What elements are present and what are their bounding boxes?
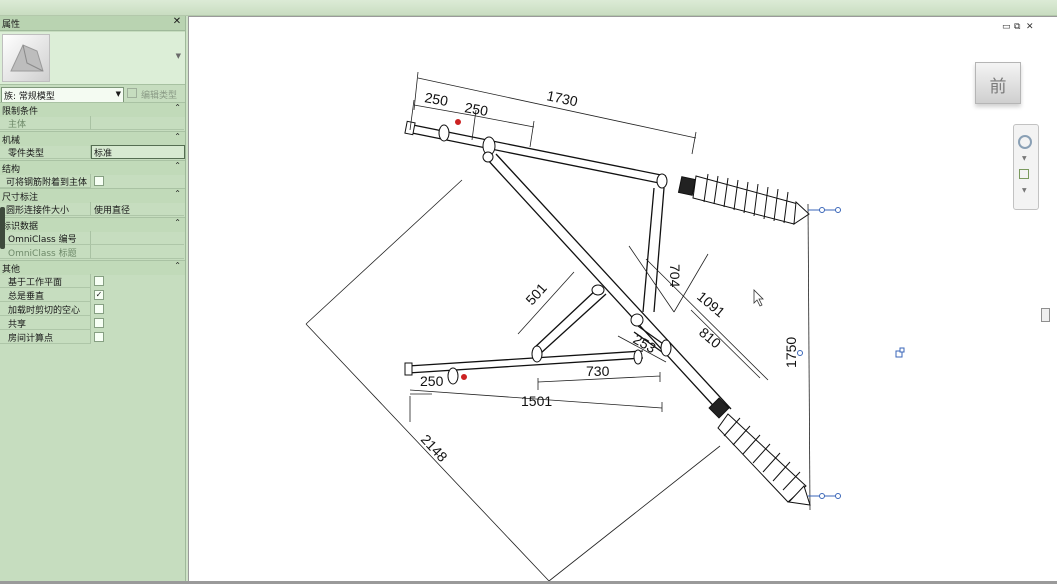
top-ribbon-strip [0, 0, 1057, 16]
prop-value: 标准 [94, 149, 113, 159]
chevron-down-icon[interactable]: ▼ [1022, 187, 1027, 194]
section-label: 尺寸标注 [2, 193, 39, 203]
dropdown-arrow-icon[interactable]: ▼ [175, 52, 181, 60]
type-preview: ▼ [0, 32, 185, 85]
section-label: 标识数据 [2, 222, 39, 232]
dim-250: 250 [423, 89, 449, 109]
panel-resize-handle[interactable] [0, 207, 5, 249]
bottom-border [0, 581, 1057, 584]
prop-key: 圆形连接件大小 [6, 206, 70, 216]
collapse-icon[interactable]: ⌃ [174, 161, 181, 170]
section-identity-data[interactable]: 标识数据 ⌃ [0, 217, 185, 232]
navigation-bar: ▼ ▼ [1013, 124, 1039, 210]
prop-row-workplane[interactable]: 基于工作平面 [0, 274, 185, 288]
prop-row-shared[interactable]: 共享 [0, 316, 185, 330]
collapse-icon[interactable]: ⌃ [174, 132, 181, 141]
section-mechanical[interactable]: 机械 ⌃ [0, 131, 185, 146]
prop-row-room-calc-point[interactable]: 房间计算点 [0, 330, 185, 344]
close-icon[interactable]: ✕ [1026, 22, 1034, 32]
dim-1730: 1730 [545, 87, 579, 109]
restore-icon[interactable]: ⧉ [1014, 22, 1021, 32]
mouse-cursor-icon [753, 289, 764, 307]
properties-title: 属性 [2, 20, 21, 30]
prop-key: OmniClass 编号 [8, 235, 77, 245]
prop-row-host[interactable]: 主体 [0, 116, 185, 130]
close-icon[interactable]: ✕ [172, 16, 182, 27]
family-drawing[interactable]: 250 250 1730 704 501 1091 810 253 1750 2… [188, 16, 1057, 582]
view-window-controls: ▭ ⧉ ✕ [1002, 22, 1042, 32]
view-cube[interactable]: 前 [975, 62, 1021, 104]
part-type-field[interactable]: 标准 [91, 145, 185, 159]
checkbox-checked[interactable]: ✓ [94, 290, 104, 300]
chevron-down-icon[interactable]: ▼ [1022, 155, 1027, 162]
checkbox[interactable] [94, 276, 104, 286]
dim-250: 250 [463, 99, 489, 119]
section-structural[interactable]: 结构 ⌃ [0, 160, 185, 175]
steering-wheel-icon[interactable] [1018, 135, 1032, 149]
collapse-icon[interactable]: ⌃ [174, 103, 181, 112]
edit-type-label: 编辑类型 [141, 91, 178, 101]
prop-row-omniclass-number[interactable]: OmniClass 编号 [0, 231, 185, 245]
collapse-icon[interactable]: ⌃ [174, 218, 181, 227]
dim-501: 501 [522, 280, 550, 308]
type-selector-value: 族: 常规模型 [4, 92, 55, 102]
prop-row-always-vertical[interactable]: 总是垂直 ✓ [0, 288, 185, 302]
section-label: 限制条件 [2, 107, 39, 117]
prop-key: OmniClass 标题 [8, 249, 77, 259]
zoom-icon[interactable] [1019, 169, 1029, 179]
section-label: 其他 [2, 265, 21, 275]
dim-1091: 1091 [694, 288, 728, 320]
prop-key: 房间计算点 [8, 334, 54, 344]
checkbox[interactable] [94, 332, 104, 342]
dim-810: 810 [696, 324, 724, 351]
prop-key: 可将钢筋附着到主体 [6, 178, 88, 188]
checkbox[interactable] [94, 304, 104, 314]
chevron-down-icon: ▼ [115, 90, 121, 98]
prop-key: 零件类型 [8, 149, 45, 159]
dim-704: 704 [667, 264, 683, 288]
generic-model-icon [10, 44, 44, 72]
prop-row-rebar-attach[interactable]: 可将钢筋附着到主体 [0, 174, 185, 188]
checkbox[interactable] [94, 318, 104, 328]
checkbox[interactable] [94, 176, 104, 186]
properties-title-bar: 属性 ✕ [0, 16, 185, 31]
prop-key: 主体 [8, 120, 27, 130]
prop-key: 基于工作平面 [8, 278, 63, 288]
section-label: 机械 [2, 136, 21, 146]
type-selector[interactable]: 族: 常规模型 ▼ [1, 87, 124, 103]
prop-row-connector-size[interactable]: 圆形连接件大小 使用直径 [0, 202, 185, 216]
prop-value: 使用直径 [94, 206, 131, 216]
prop-row-omniclass-title[interactable]: OmniClass 标题 [0, 245, 185, 259]
prop-row-part-type[interactable]: 零件类型 标准 [0, 145, 185, 159]
dim-730: 730 [586, 363, 610, 379]
edit-type-button[interactable]: 编辑类型 [127, 87, 183, 101]
dim-250: 250 [420, 373, 444, 389]
minimize-icon[interactable]: ▭ [1002, 22, 1011, 32]
family-thumbnail [2, 34, 50, 82]
section-other[interactable]: 其他 ⌃ [0, 260, 185, 275]
prop-key: 加载时剪切的空心 [8, 306, 81, 316]
view-cube-face-label: 前 [989, 77, 1007, 97]
section-dimensions[interactable]: 尺寸标注 ⌃ [0, 188, 185, 203]
scrollbar-thumb[interactable] [1041, 308, 1050, 322]
section-constraints[interactable]: 限制条件 ⌃ [0, 102, 185, 117]
collapse-icon[interactable]: ⌃ [174, 189, 181, 198]
properties-palette: 属性 ✕ ▼ 族: 常规模型 ▼ 编辑类型 限制条件 ⌃ 主体 机械 ⌃ [0, 16, 186, 582]
edit-type-icon [127, 88, 137, 98]
prop-key: 总是垂直 [8, 292, 45, 302]
prop-key: 共享 [8, 320, 27, 330]
prop-row-cut-voids[interactable]: 加载时剪切的空心 [0, 302, 185, 316]
collapse-icon[interactable]: ⌃ [174, 261, 181, 270]
dim-1750: 1750 [783, 337, 799, 368]
section-label: 结构 [2, 165, 21, 175]
dim-1501: 1501 [521, 393, 552, 409]
